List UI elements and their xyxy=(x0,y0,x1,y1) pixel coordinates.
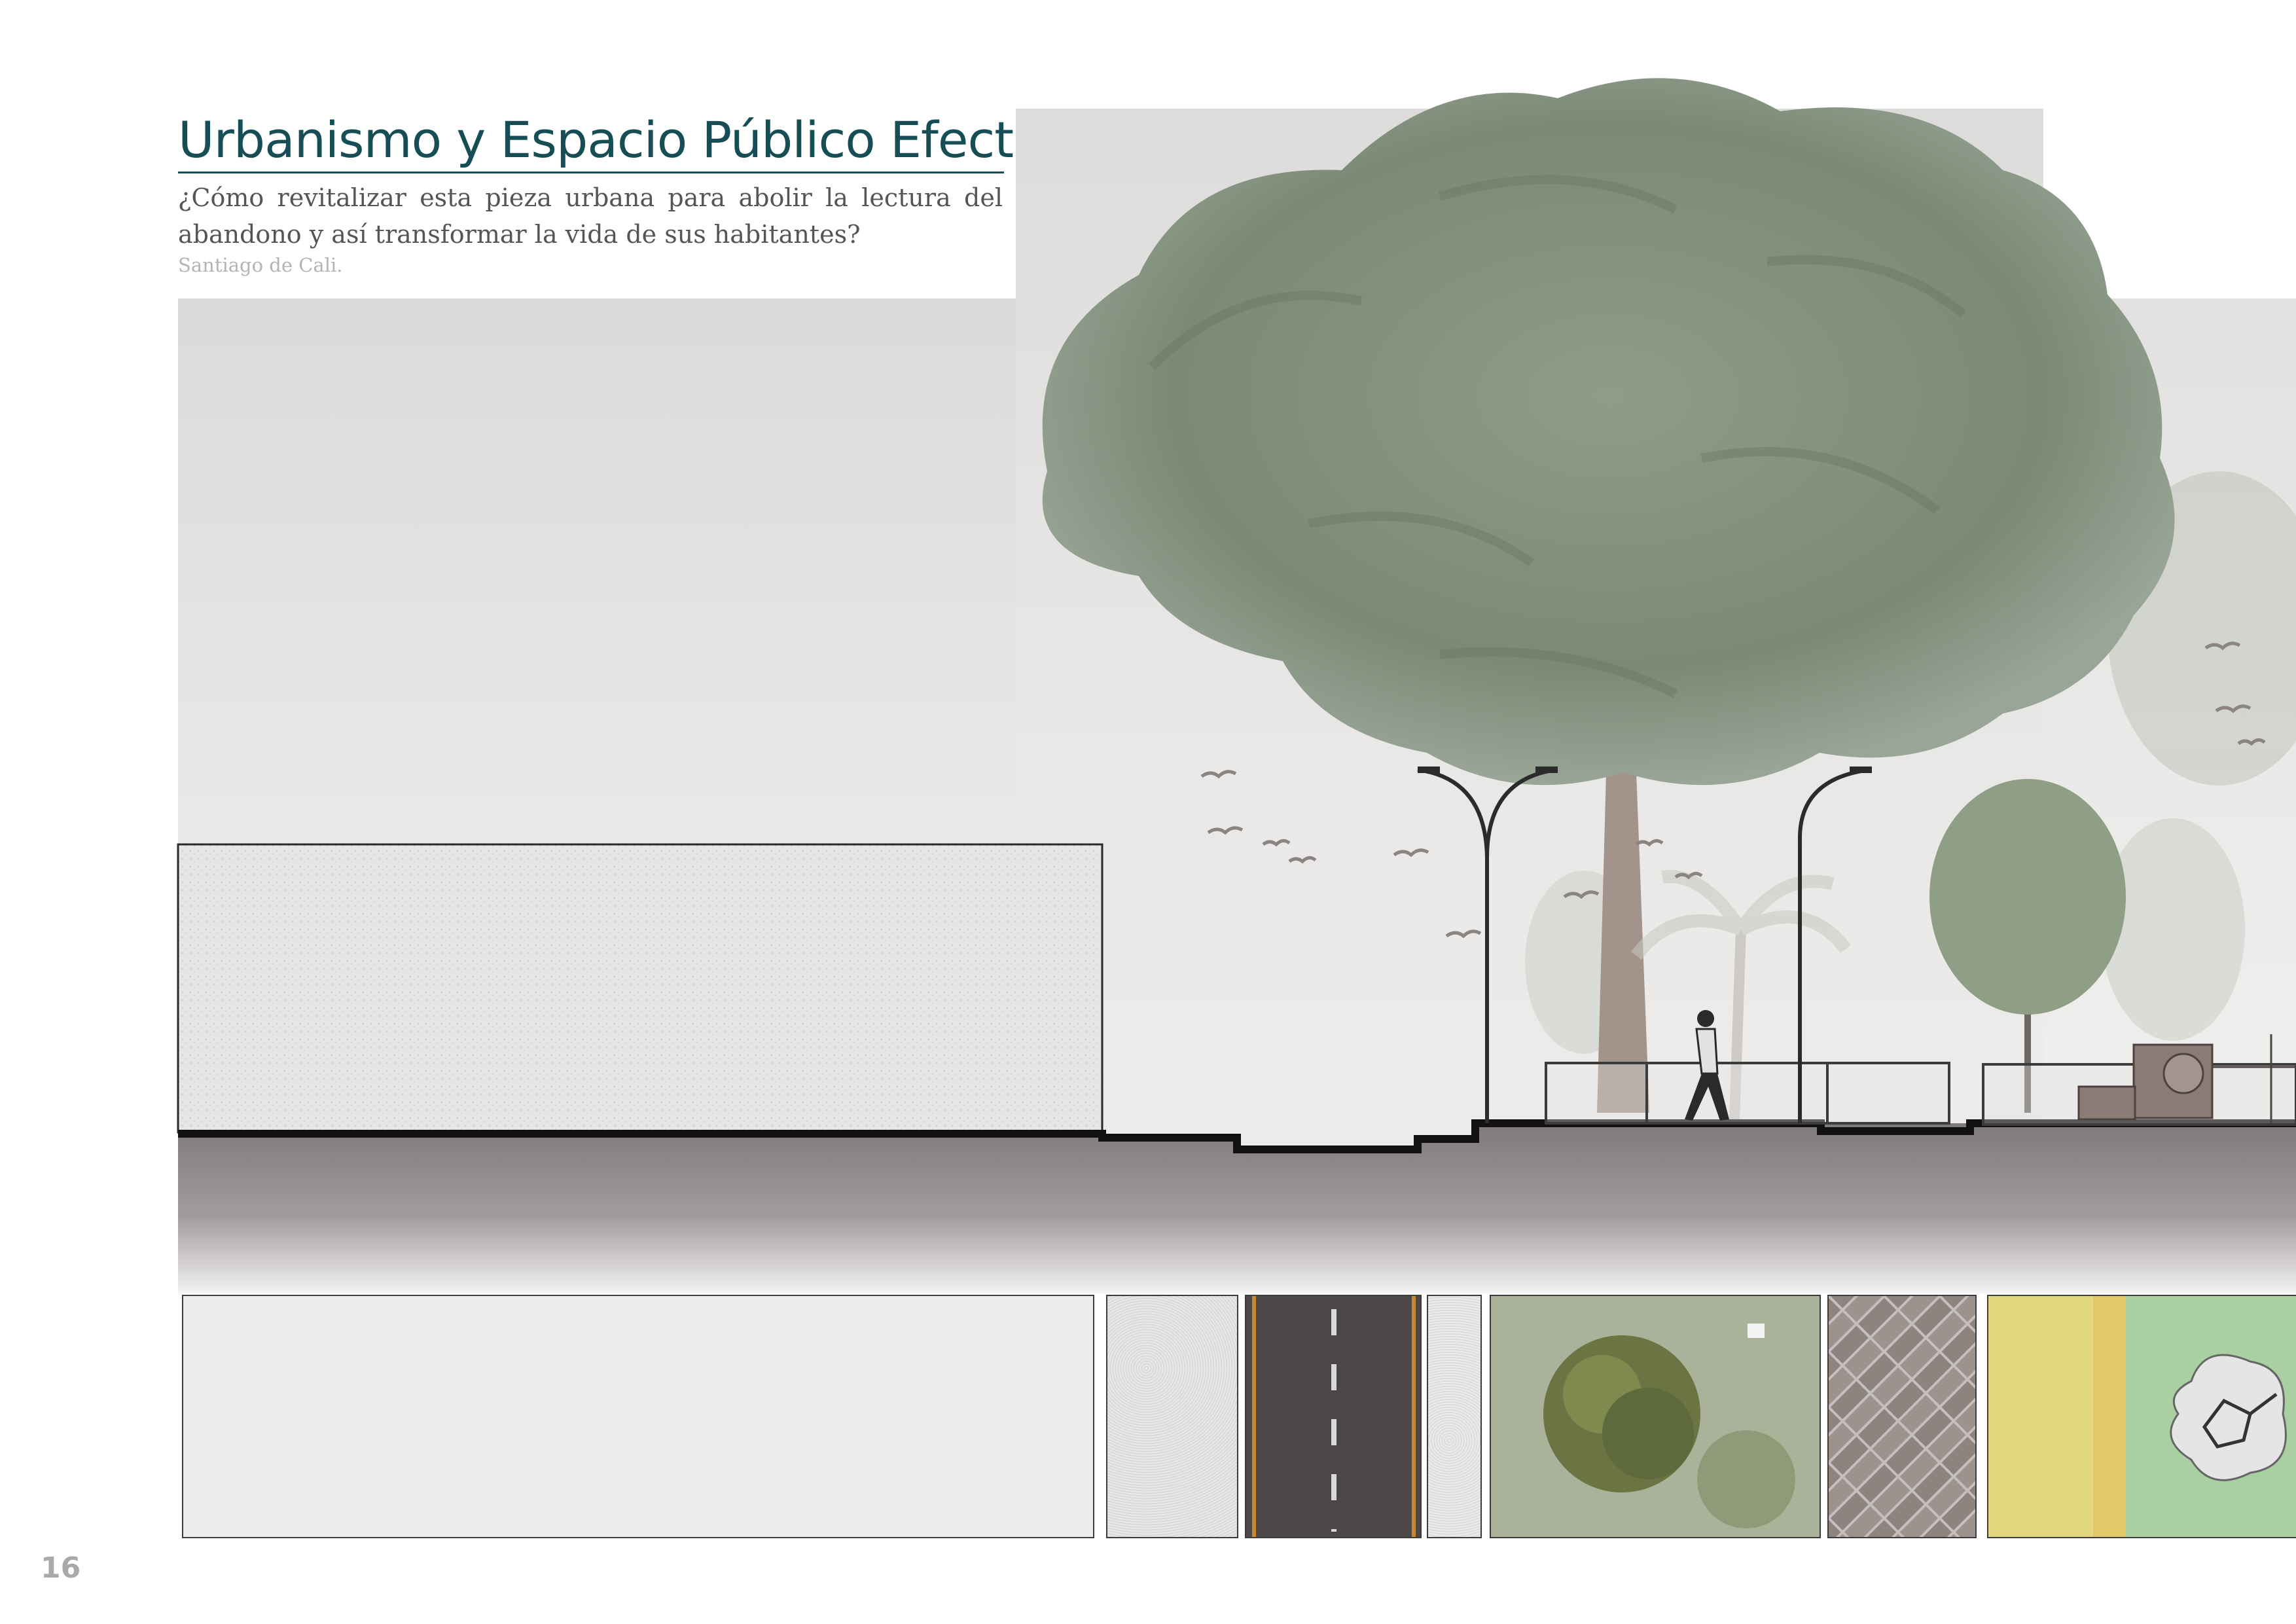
street-lamp-icon xyxy=(1417,767,1558,1123)
plan-building xyxy=(182,1295,1094,1538)
pedestrian-icon xyxy=(1685,1010,1729,1121)
plan-sidewalk-left xyxy=(1106,1295,1238,1538)
building-block xyxy=(177,843,1103,1134)
playground-equipment-icon xyxy=(2077,1034,2296,1123)
bird-icon xyxy=(1200,641,2266,939)
road-markings xyxy=(1252,1296,1416,1537)
small-tree-icon xyxy=(1929,779,2126,1113)
plan-grass xyxy=(1490,1295,1821,1538)
plan-road xyxy=(1245,1295,1422,1538)
page-title: Urbanismo y Espacio Público Efectivo xyxy=(178,111,1086,169)
page-subtitle: ¿Cómo revitalizar esta pieza urbana para… xyxy=(178,183,1003,249)
title-underline xyxy=(178,171,1004,173)
ground-line xyxy=(178,1119,2296,1153)
location-caption: Santiago de Cali. xyxy=(178,254,343,276)
tree-icon xyxy=(1042,78,2175,1113)
plan-brick-paving xyxy=(1827,1295,1977,1538)
plan-playground xyxy=(1987,1295,2296,1538)
plan-sidewalk-right xyxy=(1427,1295,1482,1538)
ground-section xyxy=(178,1123,2296,1293)
railing xyxy=(1545,1062,1950,1125)
playground-plan xyxy=(1988,1296,2296,1537)
tree-plan-icon xyxy=(1543,1324,1795,1528)
page-number: 16 xyxy=(41,1551,81,1585)
brick-pattern xyxy=(1829,1296,1975,1537)
street-lamp-icon xyxy=(1798,767,1872,1123)
